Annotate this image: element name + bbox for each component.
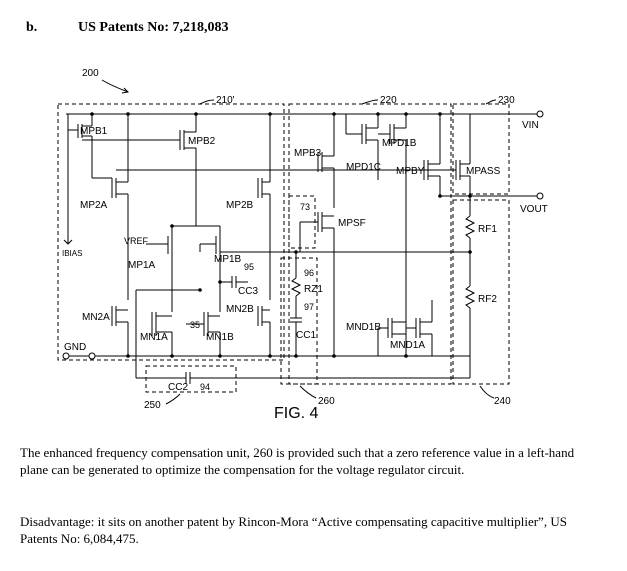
figure-caption: FIG. 4	[274, 405, 319, 422]
cc3-label: CC3	[238, 286, 258, 297]
ref-73-label: 73	[300, 202, 310, 212]
ref-200-arrow	[121, 87, 130, 94]
mpby-label: MPBY	[396, 166, 425, 177]
mn2b-label: MN2B	[226, 304, 254, 315]
mp1b-label: MP1B	[214, 254, 242, 265]
rf2-label: RF2	[478, 294, 497, 305]
mp1a-label: MP1A	[128, 260, 156, 271]
ref-240-label: 240	[494, 396, 511, 407]
mn1a-label: MN1A	[140, 332, 168, 343]
block-210	[57, 103, 285, 361]
ref-220-label: 220	[380, 95, 397, 106]
ref-260-label: 260	[318, 396, 335, 407]
block-outlines	[57, 103, 510, 393]
block-220	[288, 103, 452, 385]
ref-210-leader	[199, 99, 215, 105]
rf1-label: RF1	[478, 224, 497, 235]
ref-35-label: 35	[190, 320, 200, 330]
gnd-label: GND	[64, 342, 86, 353]
mpass-label: MPASS	[466, 166, 501, 177]
ref-200-leader	[101, 79, 129, 93]
gnd-terminal	[62, 352, 70, 360]
disadvantage-paragraph: Disadvantage: it sits on another patent …	[20, 514, 567, 546]
ref-250-leader	[165, 393, 181, 405]
block-230	[452, 103, 510, 195]
mpb1-label: MPB1	[80, 126, 108, 137]
component-labels: 200 210' 220 230 240 250 260 MPB1 MPB2 M…	[62, 68, 548, 422]
mnd1a-label: MND1A	[390, 340, 425, 351]
block-260	[280, 257, 318, 385]
block-240	[452, 199, 510, 385]
ref-230-leader	[485, 99, 497, 105]
ref-200-label: 200	[82, 68, 99, 79]
rz1-label: RZ1	[304, 284, 323, 295]
terminal-nodes	[62, 110, 544, 360]
ref-260-leader	[299, 385, 317, 399]
ref-95-label: 95	[244, 262, 254, 272]
mnd1b-label: MND1B	[346, 322, 381, 333]
vin-terminal	[536, 110, 544, 118]
vout-label: VOUT	[520, 204, 548, 215]
ref-220-leader	[361, 99, 379, 105]
mp2b-label: MP2B	[226, 200, 254, 211]
circuit-diagram-fig4: 200 210' 220 230 240 250 260 MPB1 MPB2 M…	[57, 68, 548, 422]
junction-dots	[90, 112, 472, 358]
mp2a-label: MP2A	[80, 200, 108, 211]
heading: b. US Patents No: 7,218,083	[26, 20, 229, 36]
ref-94-label: 94	[200, 382, 210, 392]
mpsf-label: MPSF	[338, 218, 366, 229]
ref-240-leader	[479, 385, 495, 399]
vout-terminal	[536, 192, 544, 200]
mpd1c-label: MPD1C	[346, 162, 381, 173]
circuit-wires	[63, 113, 540, 384]
mpb3-label: MPB3	[294, 148, 322, 159]
section-label: b.	[26, 20, 38, 35]
ref-96-label: 96	[304, 268, 314, 278]
ref-210-label: 210'	[216, 95, 235, 106]
cc1-label: CC1	[296, 330, 316, 341]
mpb2-label: MPB2	[188, 136, 216, 147]
description-paragraph: The enhanced frequency compensation unit…	[20, 445, 575, 477]
ref-230-label: 230	[498, 95, 515, 106]
cc2-label: CC2	[168, 382, 188, 393]
mpd1b-label: MPD1B	[382, 138, 417, 149]
ref-97-label: 97	[304, 302, 314, 312]
mn2a-label: MN2A	[82, 312, 110, 323]
vin-label: VIN	[522, 120, 539, 131]
ibias-label: IBIAS	[62, 249, 82, 258]
patent-title: US Patents No: 7,218,083	[78, 20, 229, 35]
block-250	[145, 365, 237, 393]
ref-250-label: 250	[144, 400, 161, 411]
gnd-terminal-2	[88, 352, 96, 360]
vref-label: VREF	[124, 236, 149, 246]
mn1b-label: MN1B	[206, 332, 234, 343]
